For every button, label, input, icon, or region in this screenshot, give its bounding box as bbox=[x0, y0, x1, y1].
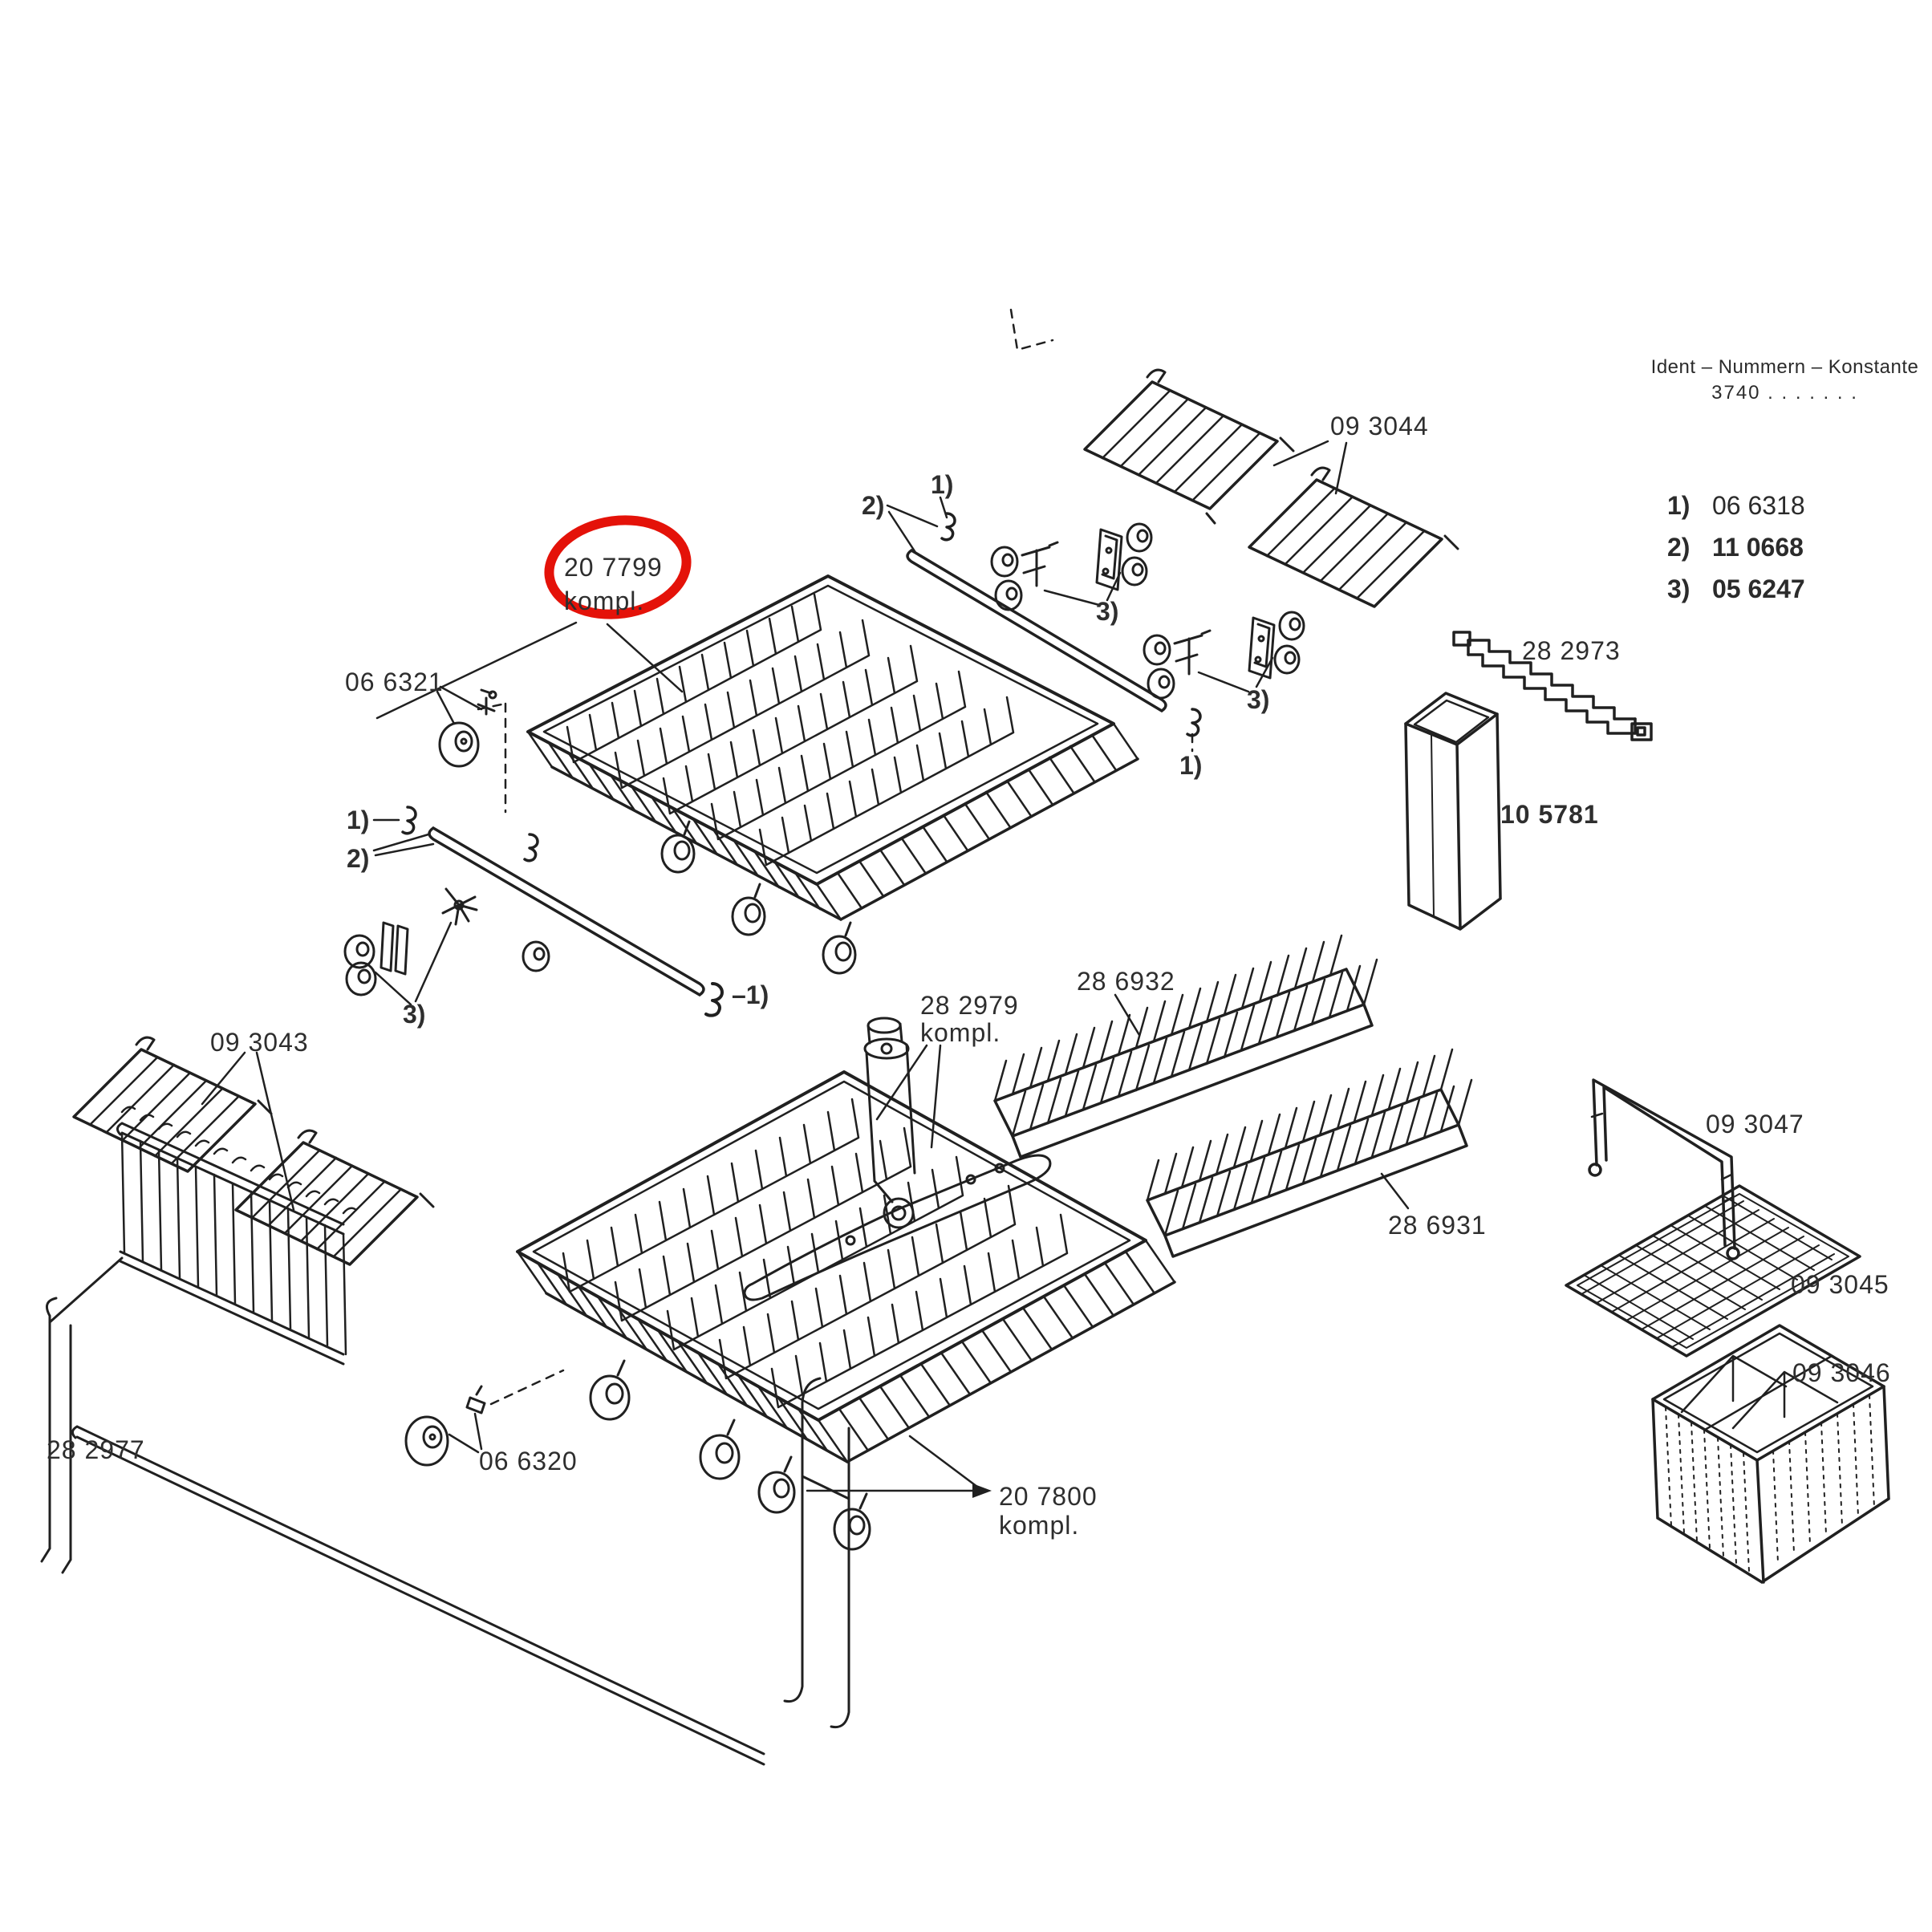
part-label-cup-rack-upper: 09 3044 bbox=[1330, 412, 1429, 440]
spray-arm-drawing bbox=[743, 1017, 1052, 1301]
dashed-position-lines bbox=[477, 308, 1194, 1406]
part-label-lower-roller: 06 6320 bbox=[479, 1447, 578, 1475]
upper-basket-drawing bbox=[526, 574, 1139, 975]
cup-rack-top-a bbox=[1083, 368, 1295, 525]
callout-1-left: 1) bbox=[347, 806, 370, 834]
top-rail-drawing bbox=[906, 549, 1167, 712]
legend-ref: 2) bbox=[1667, 533, 1690, 562]
part-label-side-rack: 28 2977 bbox=[47, 1435, 145, 1464]
left-rail-drawing bbox=[428, 826, 705, 996]
clip-top bbox=[940, 512, 956, 542]
callout-3-mid: 3) bbox=[1096, 597, 1119, 626]
callout-1-rail-end: –1) bbox=[732, 980, 769, 1009]
part-label-lower-basket: 20 7800 bbox=[999, 1482, 1098, 1511]
callout-1-right: 1) bbox=[1179, 751, 1203, 780]
part-label-spray-arm: 28 2979 bbox=[920, 991, 1019, 1020]
part-label-plate-insert-rear: 28 6931 bbox=[1388, 1211, 1487, 1240]
part-label-spray-arm-suffix: kompl. bbox=[920, 1018, 1001, 1047]
legend-row-3: 3) 05 6247 bbox=[1667, 574, 1805, 616]
mount-bracket-left bbox=[343, 887, 550, 996]
lower-basket-drawing bbox=[516, 1070, 1176, 1551]
lid-drawing bbox=[1565, 1184, 1861, 1358]
ident-line1: Ident – Nummern – Konstante bbox=[1650, 356, 1919, 378]
clip-mid-left bbox=[523, 833, 539, 862]
side-rack-drawing bbox=[40, 1106, 850, 1766]
legend-row-1: 1) 06 6318 bbox=[1667, 491, 1805, 533]
clip-rail-end bbox=[704, 982, 724, 1017]
part-label-plate-insert-front: 28 6932 bbox=[1077, 967, 1175, 996]
part-label-upper-basket: 20 7799 bbox=[564, 553, 663, 582]
callout-3-left: 3) bbox=[403, 1000, 426, 1029]
part-label-lower-basket-suffix: kompl. bbox=[999, 1511, 1080, 1540]
step-strip-drawing bbox=[1452, 631, 1653, 741]
part-label-handle: 09 3047 bbox=[1706, 1110, 1804, 1138]
cup-rack-top-b bbox=[1248, 466, 1459, 608]
part-label-upper-roller: 06 6321 bbox=[345, 668, 444, 696]
leader-lines bbox=[201, 440, 1410, 1492]
cup-rack-left-a bbox=[72, 1036, 273, 1173]
lower-basket-caster bbox=[589, 1359, 871, 1551]
ident-line2: 3740 . . . . . . . bbox=[1711, 382, 1858, 404]
callout-1-top: 1) bbox=[931, 470, 954, 499]
part-label-cup-rack-lower: 09 3043 bbox=[210, 1028, 309, 1057]
legend-ref: 3) bbox=[1667, 574, 1690, 603]
plate-insert-front-drawing bbox=[993, 934, 1378, 1159]
cup-rack-left-b bbox=[234, 1129, 435, 1266]
lower-roller-drawing bbox=[404, 1385, 486, 1467]
part-label-upper-basket-suffix: kompl. bbox=[564, 586, 645, 615]
legend-part-number: 06 6318 bbox=[1712, 491, 1805, 520]
clip-left bbox=[401, 806, 417, 835]
callout-2-top: 2) bbox=[862, 491, 885, 520]
upper-basket-caster bbox=[660, 820, 857, 975]
mount-bracket-right bbox=[1143, 611, 1305, 700]
plate-insert-rear-drawing bbox=[1146, 1048, 1473, 1258]
callout-2-left: 2) bbox=[347, 844, 370, 873]
reference-legend: 1) 06 6318 2) 11 0668 3) 05 6247 bbox=[1667, 491, 1805, 616]
clip-right bbox=[1186, 708, 1202, 737]
part-label-sleeve: 10 5781 bbox=[1500, 800, 1599, 829]
part-label-step-strip: 28 2973 bbox=[1522, 636, 1621, 665]
red-highlight-ellipse bbox=[544, 515, 692, 619]
cutlery-basket-drawing bbox=[1651, 1324, 1890, 1584]
part-label-cutlery-basket: 09 3046 bbox=[1792, 1358, 1891, 1387]
sleeve-box-drawing bbox=[1404, 692, 1502, 931]
callout-3-right: 3) bbox=[1247, 685, 1270, 714]
legend-ref: 1) bbox=[1667, 491, 1690, 520]
ident-title-block: Ident – Nummern – Konstante 3740 . . . .… bbox=[1646, 356, 1923, 404]
legend-row-2: 2) 11 0668 bbox=[1667, 533, 1805, 574]
legend-part-number: 11 0668 bbox=[1712, 533, 1804, 562]
mount-bracket-mid bbox=[990, 522, 1153, 611]
leader-arrowhead bbox=[972, 1484, 992, 1498]
part-label-lid: 09 3045 bbox=[1791, 1270, 1889, 1299]
legend-part-number: 05 6247 bbox=[1712, 574, 1805, 603]
